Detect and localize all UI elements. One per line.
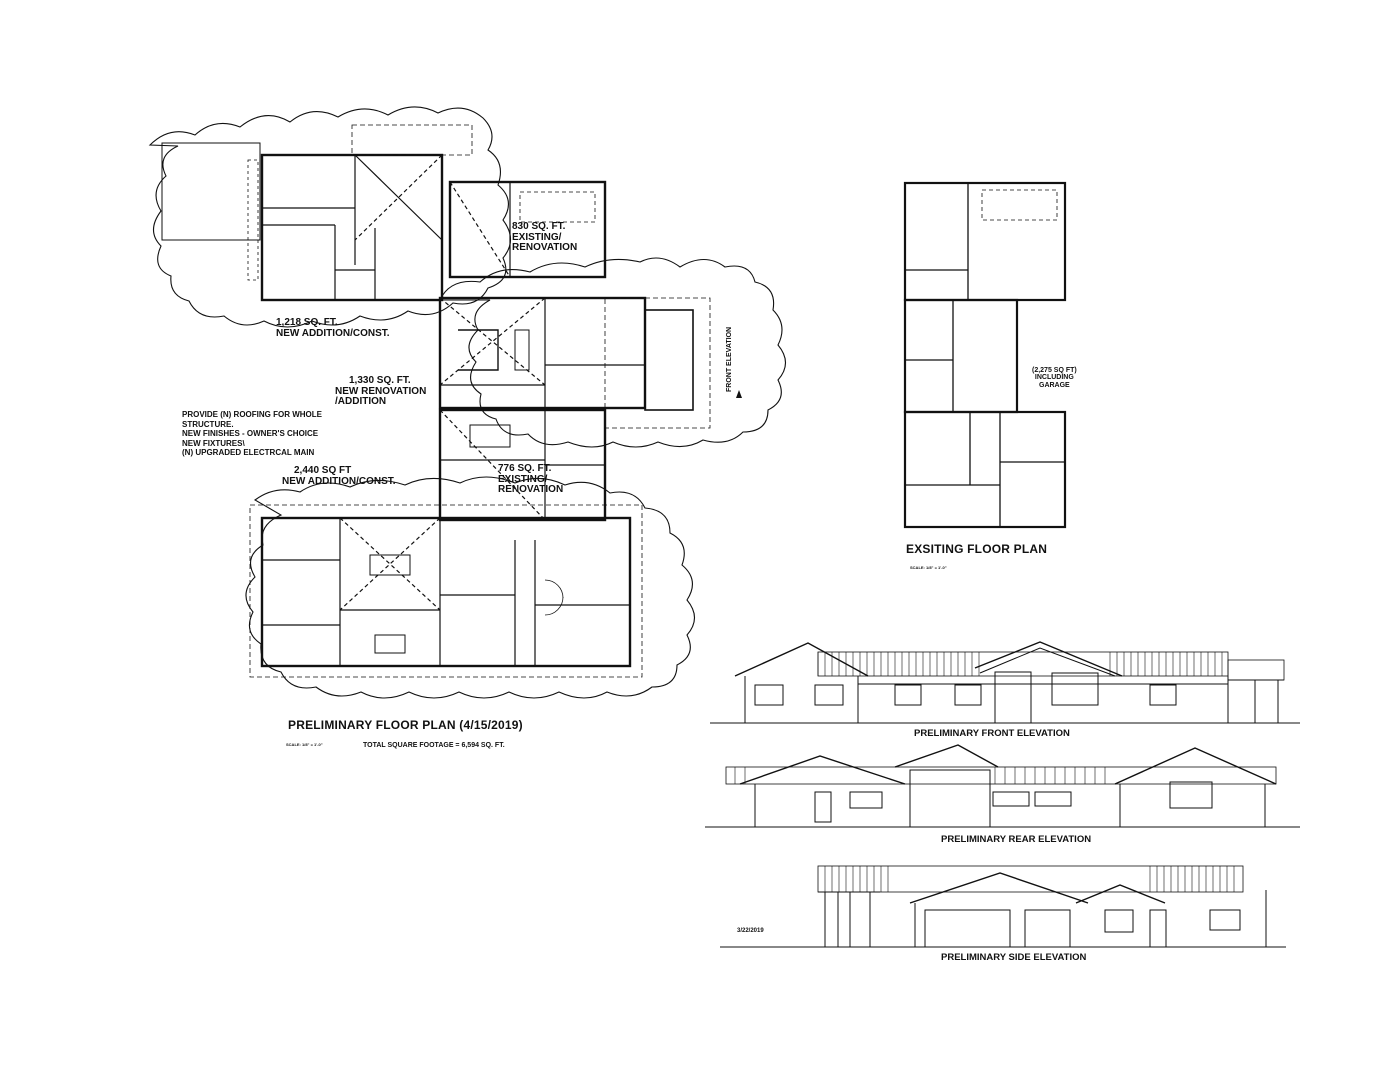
general-notes: PROVIDE (N) ROOFING FOR WHOLE STRUCTURE.… — [182, 410, 322, 458]
proposed-plan-scale: SCALE: 1/8" = 1'-0" — [286, 742, 323, 747]
front-elevation-marker-label: FRONT ELEVATION — [726, 326, 733, 392]
area-1218-desc: NEW ADDITION/CONST. — [276, 327, 390, 339]
existing-plan-scale: SCALE: 1/8" = 1'-0" — [910, 565, 947, 570]
existing-floor-plan — [903, 181, 1067, 529]
proposed-floor-plan — [161, 124, 742, 678]
area-2440-desc: NEW ADDITION/CONST. — [282, 475, 396, 487]
area-1218-sqft: 1,218 SQ. FT. — [276, 317, 338, 328]
front-elevation-drawing — [710, 641, 1300, 724]
total-square-footage: TOTAL SQUARE FOOTAGE = 6,594 SQ. FT. — [363, 742, 505, 749]
existing-plan-title: EXSITING FLOOR PLAN — [906, 542, 1048, 556]
area-830-line2: EXISTING/ — [512, 231, 562, 243]
side-elevation-drawing — [720, 865, 1286, 948]
area-776-sqft: 776 SQ. FT. — [498, 463, 552, 474]
area-776-line2: EXISTING/ — [498, 473, 548, 485]
note-structure: STRUCTURE. — [182, 419, 234, 429]
area-830-line3: RENOVATION — [512, 242, 578, 253]
area-1218-label: 1,218 SQ. FT. NEW ADDITION/CONST. — [276, 317, 390, 339]
note-roofing: PROVIDE (N) ROOFING FOR WHOLE — [182, 410, 322, 419]
area-776-line3: RENOVATION — [498, 484, 564, 495]
note-finishes: NEW FINISHES - OWNER'S CHOICE — [182, 429, 319, 439]
existing-area-line1: (2,275 SQ FT) — [1032, 367, 1077, 374]
note-fixtures: NEW FIXTURES\ — [182, 438, 245, 448]
revision-cloud-upper-addition — [148, 106, 512, 328]
existing-area-line2: INCLUDING — [1034, 374, 1074, 382]
area-1330-line3: /ADDITION — [335, 396, 387, 407]
area-1330-label: 1,330 SQ. FT. NEW RENOVATION /ADDITION — [335, 375, 427, 408]
revision-cloud-lower-addition — [245, 476, 696, 699]
front-elevation-title: PRELIMINARY FRONT ELEVATION — [914, 728, 1070, 739]
rear-elevation-title: PRELIMINARY REAR ELEVATION — [941, 834, 1092, 845]
area-830-label: 830 SQ. FT. EXISTING/ RENOVATION — [512, 221, 578, 254]
proposed-plan-title: PRELIMINARY FLOOR PLAN (4/15/2019) — [288, 718, 523, 732]
existing-area-line3: GARAGE — [1039, 381, 1070, 389]
elevation-date: 3/22/2019 — [737, 928, 764, 934]
revision-cloud-middle-renovation — [439, 257, 787, 448]
area-1330-sqft: 1,330 SQ. FT. — [349, 375, 411, 386]
area-1330-line2: NEW RENOVATION — [335, 385, 427, 397]
rear-elevation-drawing — [705, 744, 1300, 828]
area-776-label: 776 SQ. FT. EXISTING/ RENOVATION — [498, 463, 564, 496]
existing-area-label: (2,275 SQ FT) INCLUDING GARAGE — [1032, 367, 1077, 389]
area-2440-sqft: 2,440 SQ FT — [294, 465, 352, 476]
note-electrical: (N) UPGRADED ELECTRCAL MAIN — [182, 448, 315, 458]
side-elevation-title: PRELIMINARY SIDE ELEVATION — [941, 952, 1087, 963]
area-830-sqft: 830 SQ. FT. — [512, 221, 566, 232]
area-2440-label: 2,440 SQ FT NEW ADDITION/CONST. — [282, 465, 396, 487]
